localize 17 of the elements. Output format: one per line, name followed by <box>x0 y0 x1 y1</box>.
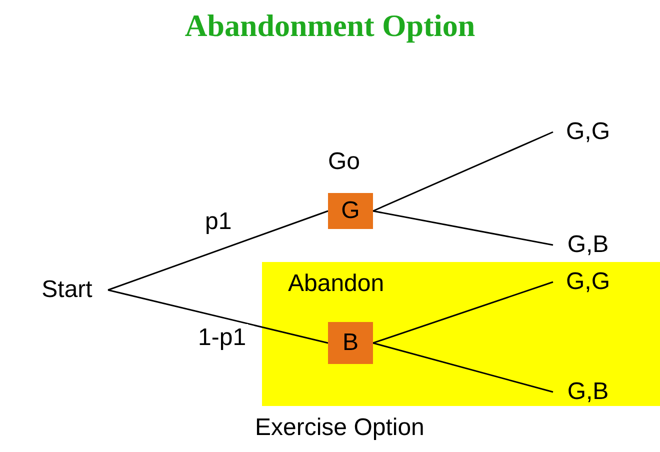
state-box: B <box>328 322 373 364</box>
node-caption: Exercise Option <box>255 414 424 442</box>
branch-line <box>108 289 328 344</box>
branch-line <box>108 210 328 291</box>
branch-line <box>372 281 554 344</box>
state-box: G <box>328 193 373 229</box>
outcome-label: G,G <box>553 266 623 298</box>
branch-line <box>372 131 554 212</box>
outcome-label: Start <box>26 274 108 306</box>
branch-line <box>372 342 554 393</box>
outcome-label: G,B <box>553 376 623 408</box>
outcome-label: G,G <box>553 116 623 148</box>
outcome-label: G,B <box>553 229 623 261</box>
diagram-title: Abandonment Option <box>184 8 476 43</box>
branch-line <box>372 210 554 246</box>
node-caption: Go <box>328 148 360 176</box>
band-label: Abandon <box>288 270 384 298</box>
